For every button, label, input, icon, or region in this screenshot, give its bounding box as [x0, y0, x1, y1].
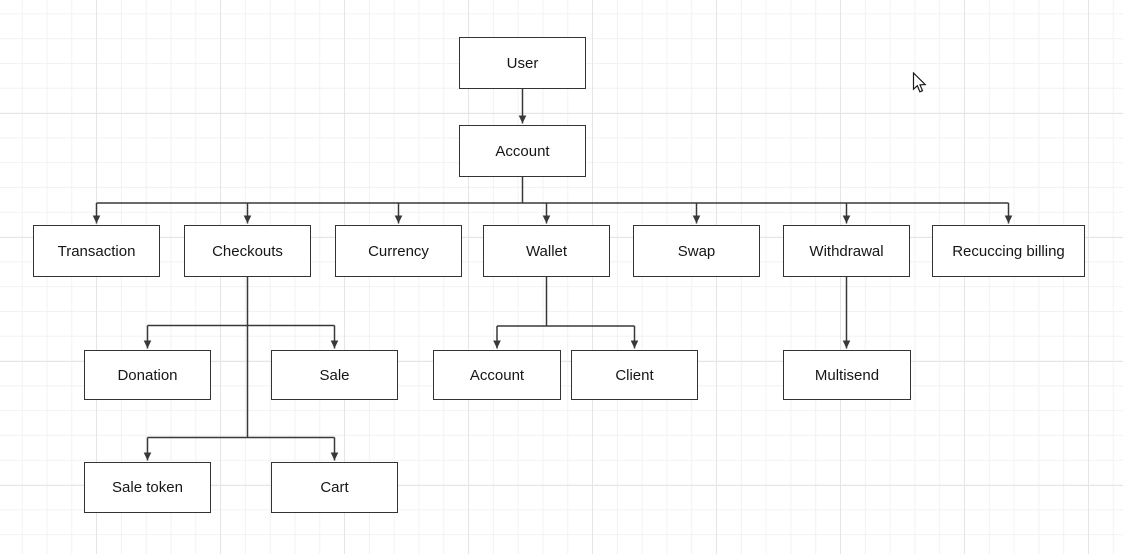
- node-withdrawal-label: Withdrawal: [809, 242, 884, 260]
- node-wallet-account[interactable]: Account: [433, 350, 561, 400]
- node-cart-label: Cart: [320, 479, 349, 496]
- node-recuccing-billing[interactable]: Recuccing billing: [932, 225, 1085, 277]
- node-account[interactable]: Account: [459, 125, 586, 177]
- node-user[interactable]: User: [459, 37, 586, 89]
- node-multisend[interactable]: Multisend: [783, 350, 911, 400]
- node-donation[interactable]: Donation: [84, 350, 211, 400]
- node-swap-label: Swap: [677, 242, 716, 260]
- node-account-label: Account: [495, 142, 550, 160]
- node-donation-label: Donation: [117, 366, 178, 384]
- node-sale[interactable]: Sale: [271, 350, 398, 400]
- node-sale-token-label: Sale token: [112, 479, 183, 496]
- node-transaction[interactable]: Transaction: [33, 225, 160, 277]
- node-checkouts-label: Checkouts: [212, 242, 283, 260]
- node-wallet[interactable]: Wallet: [483, 225, 610, 277]
- node-cart[interactable]: Cart: [271, 462, 398, 513]
- node-checkouts[interactable]: Checkouts: [184, 225, 311, 277]
- node-client-label: Client: [615, 366, 654, 384]
- node-sale-label: Sale: [319, 366, 350, 384]
- mouse-cursor-icon: [912, 72, 927, 93]
- node-currency-label: Currency: [368, 242, 429, 260]
- node-withdrawal[interactable]: Withdrawal: [783, 225, 910, 277]
- node-swap[interactable]: Swap: [633, 225, 760, 277]
- node-multisend-label: Multisend: [814, 366, 880, 384]
- node-sale-token[interactable]: Sale token: [84, 462, 211, 513]
- node-wallet-account-label: Account: [469, 366, 525, 384]
- node-user-label: User: [506, 54, 539, 72]
- node-wallet-label: Wallet: [525, 242, 568, 260]
- node-currency[interactable]: Currency: [335, 225, 462, 277]
- node-transaction-label: Transaction: [57, 242, 136, 260]
- node-recuccing-billing-label: Recuccing billing: [952, 242, 1065, 260]
- node-client[interactable]: Client: [571, 350, 698, 400]
